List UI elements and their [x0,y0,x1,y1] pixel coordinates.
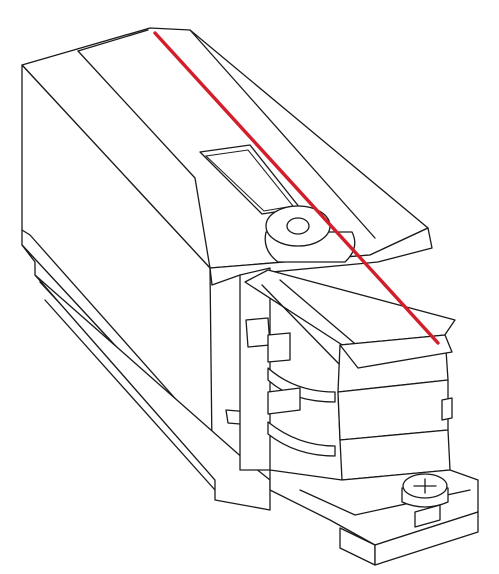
right-end-block-top [339,334,453,369]
contact-spring-upper [267,367,336,403]
opening-frame [239,267,271,471]
side-nub-1 [441,397,453,421]
housing [21,27,433,511]
contact-pin-3 [267,387,301,415]
terminal-screw [401,473,449,508]
lower-rail-front [374,511,479,566]
housing-top-edge-line [189,29,376,239]
housing-top-ridge [77,29,149,52]
contact-spring-lower [267,421,336,457]
housing-base-step-1 [21,229,213,441]
housing-top-groove [77,50,211,269]
screw-hole [286,217,310,235]
rail-slot [414,504,441,528]
live-conductor-line [153,31,440,345]
screw-boss [264,205,356,263]
upper-rail-top [244,269,456,351]
contact-pin-2 [267,332,291,363]
contact-pin-1 [245,317,271,348]
contact-block [239,267,479,566]
